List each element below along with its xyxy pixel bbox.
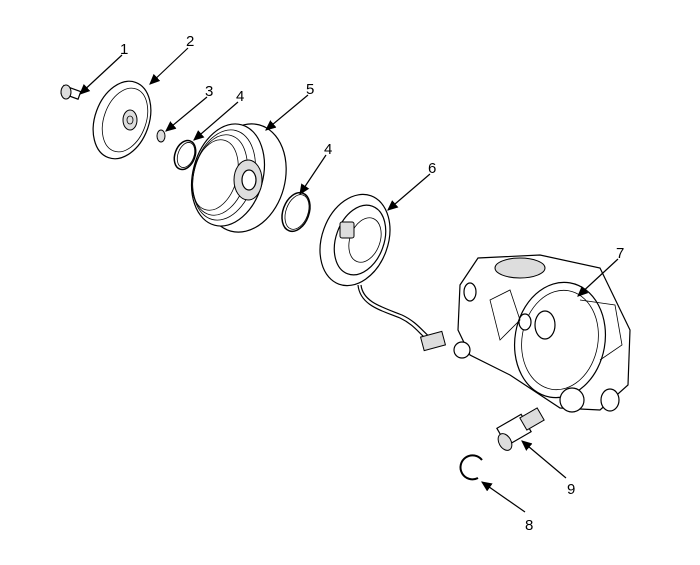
compressor-body-part (453, 254, 631, 413)
snap-ring-part (173, 139, 197, 171)
leader-line-6 (387, 173, 431, 211)
leader-line-9 (521, 440, 567, 479)
field-coil-part (319, 193, 447, 352)
leader-lines (79, 47, 619, 513)
callout-4: 4 (236, 88, 244, 105)
leader-line-4b (299, 154, 327, 195)
leader-line-1 (79, 54, 123, 95)
leader-line-8 (481, 481, 526, 513)
callout-8: 8 (525, 517, 533, 534)
callout-4b: 4 (324, 141, 332, 158)
snap-ring-part-2 (281, 191, 311, 233)
callout-labels: 1 2 3 4 5 4 6 7 8 9 (120, 33, 624, 534)
callout-9: 9 (567, 481, 575, 498)
leader-line-2 (149, 47, 189, 85)
callout-2: 2 (186, 33, 194, 50)
callout-5: 5 (306, 81, 314, 98)
leader-line-7 (577, 258, 619, 297)
callout-1: 1 (120, 41, 128, 58)
shim-part (156, 129, 166, 143)
pressure-sensor-part (496, 407, 545, 451)
leader-line-3 (165, 96, 208, 132)
circlip-part (459, 454, 483, 481)
leader-line-5 (265, 94, 309, 131)
bolt-part (60, 84, 82, 100)
clutch-plate-part (92, 80, 152, 160)
callout-6: 6 (428, 160, 436, 177)
pulley-part (191, 123, 287, 233)
leader-line-4 (193, 101, 239, 141)
callout-7: 7 (616, 245, 624, 262)
callout-3: 3 (205, 83, 213, 100)
